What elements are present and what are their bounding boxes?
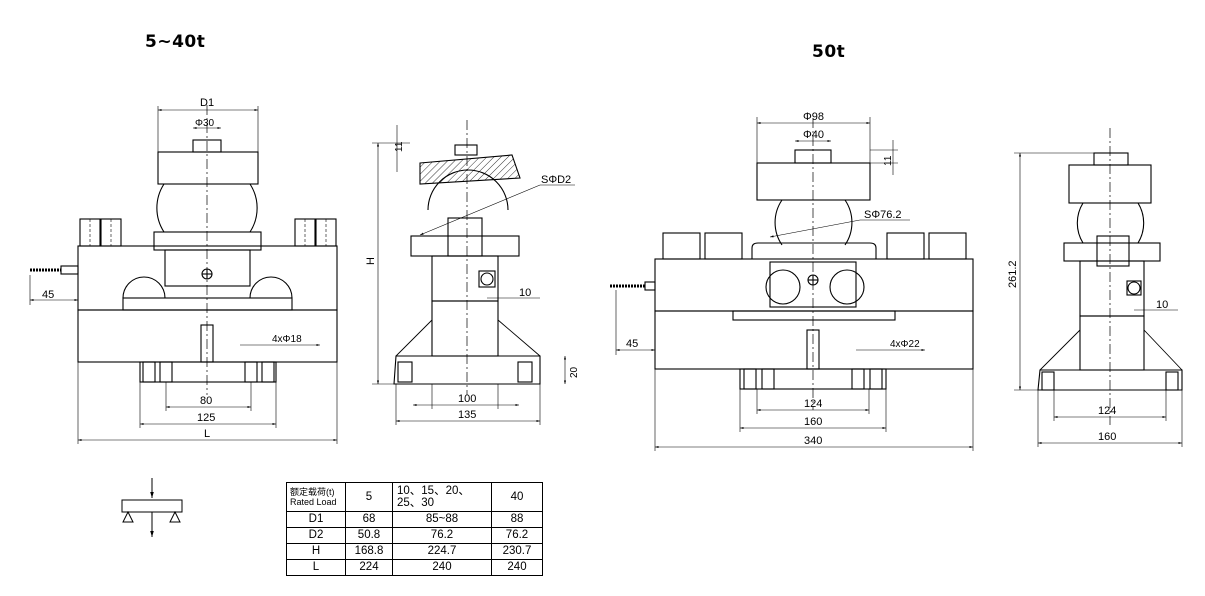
row-label: D1 (286, 511, 346, 528)
dim-phi40: Φ40 (803, 129, 824, 141)
dim-340: 340 (804, 435, 822, 447)
table-row: L 224 240 240 (286, 559, 543, 576)
cell: 230.7 (491, 543, 543, 560)
cell: 88 (491, 511, 543, 528)
dim-11-right: 11 (883, 155, 894, 166)
view-5-40t-front (29, 105, 338, 444)
cell: 68 (345, 511, 393, 528)
row-label: H (286, 543, 346, 560)
cell: 168.8 (345, 543, 393, 560)
spec-header-label: 额定载荷(t) Rated Load (286, 482, 346, 512)
view-5-40t-side (372, 120, 575, 425)
dim-10-left: 10 (519, 287, 531, 299)
dim-261: 261.2 (1007, 260, 1019, 288)
dim-135: 135 (458, 409, 476, 421)
dim-124-front: 124 (804, 398, 822, 410)
row-label: L (286, 559, 346, 576)
dim-125: 125 (197, 412, 215, 424)
dim-45-left: 45 (42, 289, 54, 301)
dim-160-front: 160 (804, 416, 822, 428)
dim-10-right: 10 (1156, 299, 1168, 311)
dim-phi98: Φ98 (803, 111, 824, 123)
title-50t: 50t (812, 42, 846, 62)
dim-holes-18: 4xΦ18 (272, 334, 302, 345)
spec-col-5: 5 (345, 482, 393, 512)
title-5-40t: 5~40t (145, 32, 206, 52)
table-row: D1 68 85~88 88 (286, 511, 543, 528)
dim-holes-22: 4xΦ22 (890, 339, 920, 350)
cell: 50.8 (345, 527, 393, 544)
table-row: H 168.8 224.7 230.7 (286, 543, 543, 560)
dim-phi30: Φ30 (195, 118, 215, 129)
cell: 76.2 (491, 527, 543, 544)
dim-20: 20 (569, 366, 580, 378)
dim-h: H (365, 257, 377, 265)
dim-d1: D1 (200, 97, 214, 109)
cell: 224 (345, 559, 393, 576)
row-label: D2 (286, 527, 346, 544)
dim-sphi-76: SΦ76.2 (864, 209, 902, 221)
cell: 240 (392, 559, 492, 576)
table-row: D2 50.8 76.2 76.2 (286, 527, 543, 544)
cell: 224.7 (392, 543, 492, 560)
dim-sphi-d2: SΦD2 (541, 174, 571, 186)
dim-l: L (204, 428, 210, 440)
spec-col-40: 40 (491, 482, 543, 512)
dim-100: 100 (458, 393, 476, 405)
spec-table: 额定载荷(t) Rated Load 5 10、15、20、 25、30 40 … (286, 482, 543, 576)
dim-11-left: 11 (394, 141, 405, 152)
spec-header-row: 额定载荷(t) Rated Load 5 10、15、20、 25、30 40 (286, 482, 543, 512)
dim-80: 80 (200, 395, 212, 407)
header-cn: 额定载荷(t) (290, 487, 335, 497)
view-50t-front (610, 117, 974, 451)
dim-45-right: 45 (626, 338, 638, 350)
spec-col-10-30: 10、15、20、 25、30 (392, 482, 492, 512)
cell: 76.2 (392, 527, 492, 544)
view-50t-side (1014, 128, 1183, 447)
load-symbol-icon (121, 478, 183, 537)
dim-160-side: 160 (1098, 431, 1116, 443)
header-en: Rated Load (290, 497, 337, 507)
cell: 85~88 (392, 511, 492, 528)
cell: 240 (491, 559, 543, 576)
dim-124-side: 124 (1098, 405, 1116, 417)
